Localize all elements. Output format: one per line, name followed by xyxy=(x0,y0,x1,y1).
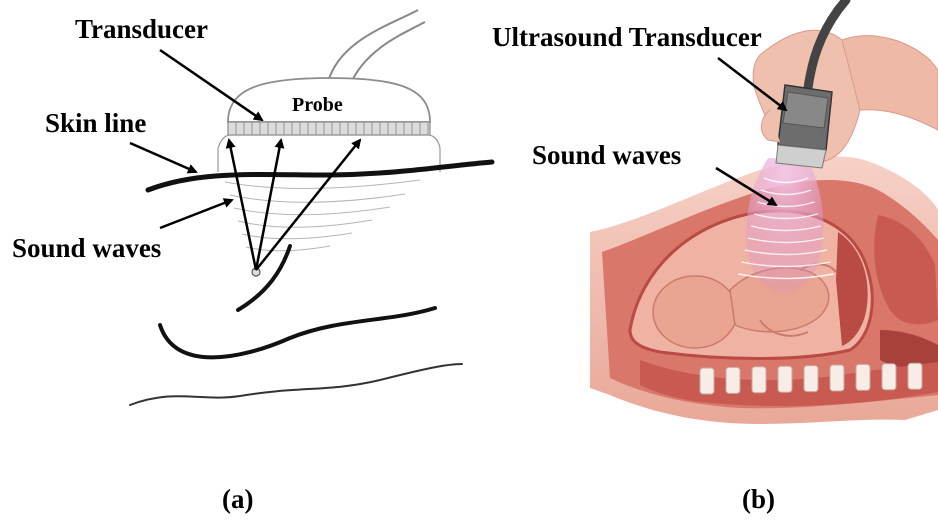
vertebra xyxy=(908,363,922,389)
vertebra xyxy=(700,368,714,394)
ultrasound-transducer-label: Ultrasound Transducer xyxy=(492,22,762,53)
cable xyxy=(350,22,425,85)
tissue-boundary xyxy=(238,246,290,310)
sound-waves-label: Sound waves xyxy=(12,233,161,264)
skin-line xyxy=(148,162,492,190)
tissue-boundary xyxy=(130,364,462,405)
vertebra xyxy=(882,364,896,390)
caption-b: (b) xyxy=(742,484,775,515)
ultrasound-beam xyxy=(746,158,823,293)
panel-b-illustration xyxy=(590,0,938,424)
tissue-boundary xyxy=(160,308,435,357)
vertebrae xyxy=(700,363,922,394)
sound-waves-b-label: Sound waves xyxy=(532,140,681,171)
skin-line-label: Skin line xyxy=(45,108,146,139)
vertebra xyxy=(830,365,844,391)
panel-a-diagram xyxy=(130,10,492,405)
transducer-label: Transducer xyxy=(75,14,208,45)
vertebra xyxy=(752,367,766,393)
transducer-array xyxy=(228,122,430,135)
vertebra xyxy=(856,364,870,390)
vertebra xyxy=(804,366,818,392)
probe-housing xyxy=(218,135,440,172)
cable xyxy=(328,10,418,82)
vertebra xyxy=(726,367,740,393)
vertebra xyxy=(778,366,792,392)
probe-grip xyxy=(783,92,828,128)
sound-wave-arcs xyxy=(225,180,420,251)
caption-a: (a) xyxy=(222,484,253,515)
probe-label: Probe xyxy=(292,94,343,117)
